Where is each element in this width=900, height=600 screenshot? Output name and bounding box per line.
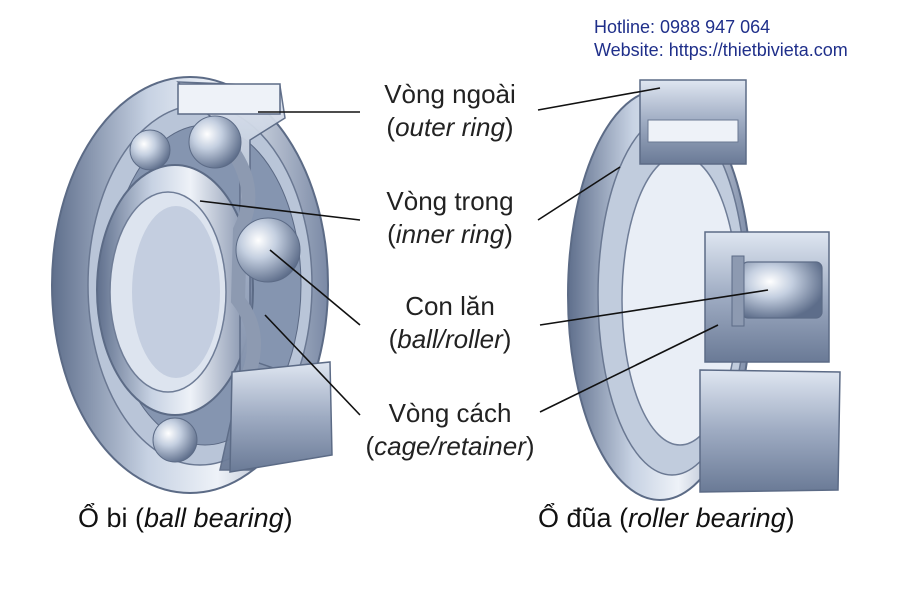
label-rolling-element-vi: Con lăn bbox=[405, 291, 495, 321]
label-cage-vi: Vòng cách bbox=[388, 398, 512, 428]
label-cage: Vòng cách (cage/retainer) bbox=[352, 397, 548, 463]
hotline-text: Hotline: 0988 947 064 bbox=[594, 17, 771, 37]
caption-ball-bearing-en: ball bearing bbox=[144, 503, 284, 533]
leader-roller-right bbox=[539, 289, 769, 326]
roller-bearing-front-section bbox=[699, 369, 841, 493]
contact-info: Hotline: 0988 947 064 Website: https://t… bbox=[594, 16, 848, 62]
label-inner-ring-en: (inner ring) bbox=[387, 219, 513, 249]
label-rolling-element: Con lăn (ball/roller) bbox=[362, 290, 538, 356]
caption-roller-bearing-en: roller bearing bbox=[628, 503, 786, 533]
roller-bearing-illustration bbox=[567, 79, 841, 501]
website-link[interactable]: Website: https://thietbivieta.com bbox=[594, 40, 848, 60]
ball-bearing-front-ring-section bbox=[229, 361, 333, 473]
label-outer-ring: Vòng ngoài (outer ring) bbox=[362, 78, 538, 144]
ball-bearing-bore-shadow bbox=[132, 206, 220, 378]
ball-icon bbox=[235, 217, 301, 283]
ball-icon bbox=[152, 417, 198, 463]
leader-inner-ring-left bbox=[199, 200, 361, 221]
label-cage-en: (cage/retainer) bbox=[365, 431, 535, 461]
caption-roller-bearing: Ổ đũa (roller bearing) bbox=[538, 503, 795, 533]
ball-icon bbox=[188, 115, 242, 169]
ball-bearing-illustration bbox=[51, 76, 333, 494]
roller-cage bbox=[731, 255, 745, 327]
ball-icon bbox=[129, 129, 171, 171]
leader-lines bbox=[199, 87, 769, 416]
leader-cage-right bbox=[539, 324, 719, 413]
caption-ball-bearing: Ổ bi (ball bearing) bbox=[78, 503, 293, 533]
leader-outer-ring-right bbox=[537, 87, 661, 111]
leader-cage-left bbox=[264, 314, 361, 416]
label-inner-ring-vi: Vòng trong bbox=[386, 186, 514, 216]
leader-ball-left bbox=[269, 249, 361, 326]
roller-icon bbox=[741, 261, 823, 319]
label-outer-ring-en: (outer ring) bbox=[386, 112, 514, 142]
ball-bearing-cage bbox=[225, 143, 261, 377]
ball-bearing-outer-ring-section bbox=[177, 83, 281, 115]
label-rolling-element-en: (ball/roller) bbox=[388, 324, 512, 354]
label-outer-ring-vi: Vòng ngoài bbox=[384, 79, 516, 109]
roller-bearing-outer-ring-lip bbox=[647, 119, 739, 143]
label-inner-ring: Vòng trong (inner ring) bbox=[362, 185, 538, 251]
caption-roller-bearing-vi: Ổ đũa bbox=[538, 503, 612, 533]
caption-ball-bearing-vi: Ổ bi bbox=[78, 503, 128, 533]
leader-inner-ring-right bbox=[537, 166, 621, 221]
